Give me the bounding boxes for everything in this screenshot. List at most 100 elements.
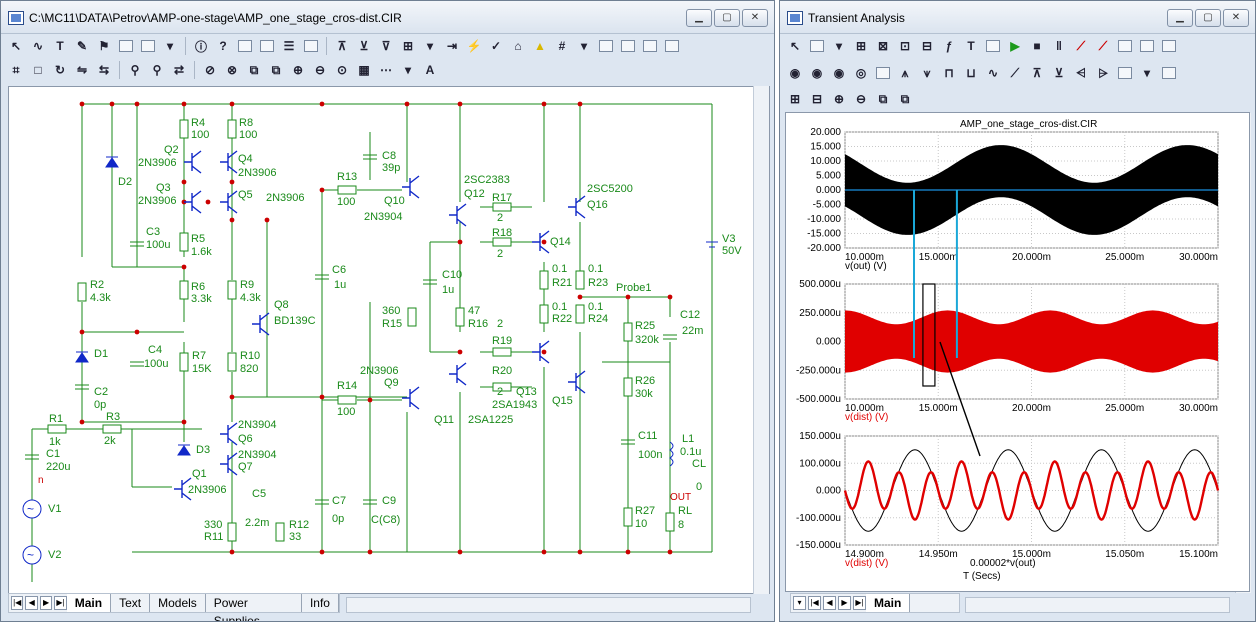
valley-icon[interactable]: ⩛ [923, 65, 931, 80]
pins-icon[interactable]: ⊞ [402, 39, 414, 53]
info-icon[interactable]: ⓘ [194, 39, 207, 54]
options-icon[interactable] [808, 37, 826, 55]
copy-icon[interactable]: ⧉ [249, 62, 259, 77]
last-tab-icon[interactable]: ▶| [853, 596, 866, 610]
component-icon[interactable] [117, 37, 135, 55]
prev-tab-icon[interactable]: ◀ [823, 596, 836, 610]
wire-mode-icon[interactable]: ∿ [32, 39, 44, 53]
slope-icon[interactable]: ⟋ [1010, 65, 1020, 80]
dropdown-icon[interactable]: ▾ [835, 39, 843, 53]
probe-icon[interactable]: ✓ [490, 39, 502, 53]
point-tag-icon[interactable]: ⊡ [899, 39, 911, 53]
node-icon[interactable]: ⊽ [381, 39, 391, 53]
cursor-right-icon[interactable]: ◉ [811, 66, 823, 80]
last-tab-icon[interactable]: ▶| [54, 596, 67, 610]
find-next-icon[interactable]: ⚲ [152, 63, 162, 77]
print-icon[interactable] [641, 37, 659, 55]
panel-3-icon[interactable] [1160, 37, 1178, 55]
cursor-left-icon[interactable]: ◉ [789, 66, 801, 80]
edit-icon[interactable] [302, 37, 320, 55]
page-setup-icon[interactable] [619, 37, 637, 55]
global-high-icon[interactable]: ⊼ [1032, 66, 1042, 80]
data-icon[interactable] [874, 64, 892, 82]
stop-icon[interactable]: ■ [1033, 39, 1041, 53]
top-icon[interactable]: ⩤ [1076, 65, 1086, 80]
rotate-icon[interactable]: ↻ [54, 63, 66, 77]
cancel-icon[interactable]: ⊗ [226, 63, 238, 77]
properties-icon[interactable] [984, 37, 1002, 55]
pause-icon[interactable]: ‖ [1056, 39, 1062, 53]
dropdown-icon[interactable]: ▾ [793, 596, 806, 610]
zoom-in-icon[interactable]: ⊕ [833, 92, 845, 106]
properties-icon[interactable] [663, 37, 681, 55]
dropdown-icon[interactable]: ▾ [426, 39, 434, 53]
pencil-icon[interactable]: ✎ [76, 39, 88, 53]
close-button[interactable]: ✕ [742, 9, 768, 27]
scale-icon[interactable]: ⊞ [855, 39, 867, 53]
paste-icon[interactable]: ⧉ [900, 91, 910, 106]
transient-horizontal-scrollbar[interactable] [965, 597, 1230, 613]
current-icon[interactable]: ⇥ [446, 39, 458, 53]
dropdown-icon[interactable]: ▾ [580, 39, 588, 53]
mirror-icon[interactable]: ⇋ [76, 63, 88, 77]
tab-power-supplies[interactable]: Power Supplies [206, 594, 302, 621]
grid-icon[interactable]: # [558, 39, 566, 53]
cursor-valley-icon[interactable]: ◎ [855, 66, 867, 80]
table-icon[interactable]: ☰ [283, 39, 295, 53]
power-icon[interactable]: ⚡ [466, 39, 482, 53]
go-to-icon[interactable] [1160, 64, 1178, 82]
next-tab-icon[interactable]: ▶ [838, 596, 851, 610]
first-tab-icon[interactable]: |◀ [11, 596, 24, 610]
page-icon[interactable] [597, 37, 615, 55]
maximize-button[interactable]: ▢ [714, 9, 740, 27]
minimize-button[interactable]: ▁ [686, 9, 712, 27]
node-voltage-icon[interactable]: ⊻ [359, 39, 369, 53]
attributes-icon[interactable] [236, 37, 254, 55]
horizontal-tag-icon[interactable]: ⊟ [921, 39, 933, 53]
fit-y-icon[interactable]: ⊟ [811, 92, 823, 106]
tab-models[interactable]: Models [150, 594, 206, 612]
text-icon[interactable]: T [967, 39, 975, 53]
replace-icon[interactable]: ⇄ [173, 63, 185, 77]
box-icon[interactable]: □ [34, 63, 42, 77]
transient-title-bar[interactable]: Transient Analysis ▁ ▢ ✕ [780, 1, 1255, 34]
flag-icon[interactable]: ⚑ [98, 39, 110, 53]
paste-icon[interactable]: ⧉ [271, 62, 281, 77]
flip-icon[interactable]: ⇆ [98, 63, 110, 77]
help-icon[interactable]: ? [219, 39, 227, 53]
schematic-title-bar[interactable]: C:\MC11\DATA\Petrov\AMP-one-stage\AMP_on… [1, 1, 774, 34]
warning-icon[interactable]: ▲ [534, 39, 546, 53]
inflection-icon[interactable]: ∿ [987, 66, 999, 80]
low-icon[interactable]: ⊔ [966, 66, 976, 80]
font-icon[interactable]: A [425, 63, 435, 77]
high-icon[interactable]: ⊓ [944, 66, 954, 80]
tab-main[interactable]: Main [866, 594, 911, 612]
tab-info[interactable]: Info [302, 594, 339, 612]
zoom-out-icon[interactable]: ⊖ [314, 63, 326, 77]
run-icon[interactable]: ▶ [1010, 39, 1020, 53]
prev-tab-icon[interactable]: ◀ [25, 596, 38, 610]
condition-icon[interactable]: ⌂ [514, 39, 522, 53]
global-low-icon[interactable]: ⊻ [1054, 66, 1064, 80]
dropdown-icon[interactable]: ▾ [404, 63, 412, 77]
text-mode-icon[interactable]: T [56, 39, 64, 53]
wave-alt-icon[interactable]: ⟋ [1098, 38, 1108, 53]
zoom-in-icon[interactable]: ⊕ [292, 63, 304, 77]
dropdown-icon[interactable]: ▾ [166, 39, 174, 53]
grid-view-icon[interactable]: ⋯ [380, 63, 392, 77]
close-button[interactable]: ✕ [1223, 9, 1249, 27]
stop-icon[interactable]: ⊘ [204, 63, 216, 77]
next-tab-icon[interactable]: ▶ [39, 596, 53, 610]
region-select-icon[interactable]: ⌗ [12, 62, 20, 77]
wave-icon[interactable]: ⟋ [1076, 38, 1086, 53]
first-tab-icon[interactable]: |◀ [808, 596, 821, 610]
tab-text[interactable]: Text [111, 594, 151, 612]
grid-text-icon[interactable] [258, 37, 276, 55]
panel-2-icon[interactable] [1138, 37, 1156, 55]
select-icon[interactable]: ↖ [789, 39, 801, 53]
zoom-out-icon[interactable]: ⊖ [855, 92, 867, 106]
find-icon[interactable]: ⚲ [130, 63, 140, 77]
zoom-fit-icon[interactable]: ⊙ [336, 63, 348, 77]
